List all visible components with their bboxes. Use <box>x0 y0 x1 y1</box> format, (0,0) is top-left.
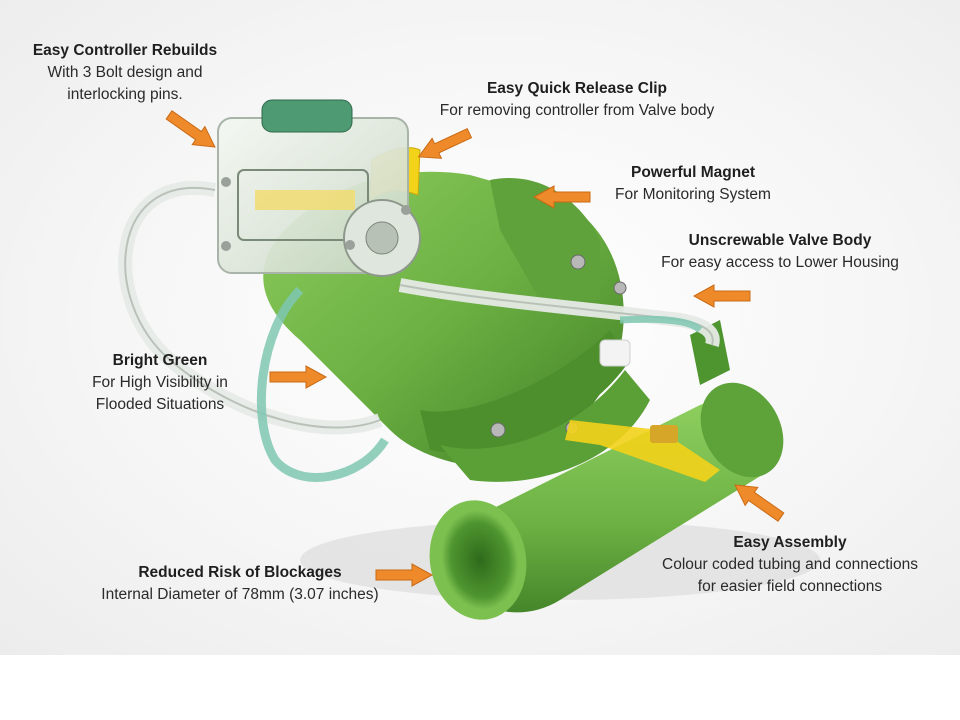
bolt <box>613 281 627 295</box>
controller-lid <box>261 99 353 133</box>
callout-title: Easy Controller Rebuilds <box>32 42 218 59</box>
arrow-icon <box>734 484 785 522</box>
callout-line: For High Visibility in <box>92 374 228 391</box>
valve-flange <box>420 330 630 453</box>
arrow-icon <box>417 127 473 159</box>
lower-pipe <box>455 397 777 613</box>
callout-unscrewable-valve-body: Unscrewable Valve Body For easy access t… <box>646 230 914 274</box>
callout-quick-release-clip: Easy Quick Release Clip For removing con… <box>412 78 742 122</box>
callout-reduced-blockages: Reduced Risk of Blockages Internal Diame… <box>80 562 400 606</box>
callout-line: For easy access to Lower Housing <box>661 254 899 271</box>
arrow-icon <box>269 365 328 389</box>
green-elbow <box>690 320 730 385</box>
screw <box>345 240 355 250</box>
controller-yellow-band <box>255 190 355 210</box>
arrow-icon <box>692 284 751 308</box>
pipe-outlet-rim <box>700 382 784 478</box>
clear-tubing-loop-edge <box>124 187 381 429</box>
callout-title: Powerful Magnet <box>630 164 755 181</box>
screw <box>221 177 231 187</box>
callout-line: For removing controller from Valve body <box>439 102 715 119</box>
callout-powerful-magnet: Powerful Magnet For Monitoring System <box>598 162 788 206</box>
screw <box>221 241 231 251</box>
bolt <box>490 422 506 438</box>
yellow-fitting <box>565 420 720 482</box>
screw <box>401 205 411 215</box>
callout-line: For Monitoring System <box>615 186 771 203</box>
valve-body-lower <box>440 370 650 482</box>
arrow-icon <box>532 185 591 209</box>
bolt <box>570 254 586 270</box>
white-fitting <box>599 339 631 367</box>
callout-bright-green: Bright Green For High Visibility in Floo… <box>60 350 260 416</box>
solenoid-center <box>365 221 399 255</box>
green-tubing <box>256 286 389 482</box>
brass-connector <box>650 425 678 443</box>
callout-title: Easy Assembly <box>733 534 847 551</box>
callout-title: Unscrewable Valve Body <box>688 232 872 249</box>
callout-line: Flooded Situations <box>95 396 225 413</box>
green-tubing-right <box>619 315 703 333</box>
callout-title: Easy Quick Release Clip <box>486 80 668 97</box>
magnet-housing <box>490 178 600 300</box>
callout-line: interlocking pins. <box>67 86 183 103</box>
arrow-icon <box>165 110 216 148</box>
clear-tubing-right-edge <box>399 284 714 346</box>
arrow-icon <box>375 563 434 587</box>
callout-line: for easier field connections <box>697 578 883 595</box>
callout-controller-rebuilds: Easy Controller Rebuilds With 3 Bolt des… <box>20 40 230 106</box>
callout-line: Colour coded tubing and connections <box>662 556 918 573</box>
pipe-mouth-opening <box>441 510 519 610</box>
callout-title: Reduced Risk of Blockages <box>138 564 342 581</box>
callout-easy-assembly: Easy Assembly Colour coded tubing and co… <box>640 532 940 598</box>
valve-illustration <box>118 99 820 620</box>
product-diagram: Easy Controller Rebuilds With 3 Bolt des… <box>0 0 960 655</box>
callout-title: Bright Green <box>112 352 208 369</box>
callout-line: Internal Diameter of 78mm (3.07 inches) <box>101 586 379 603</box>
callout-line: With 3 Bolt design and <box>47 64 203 81</box>
